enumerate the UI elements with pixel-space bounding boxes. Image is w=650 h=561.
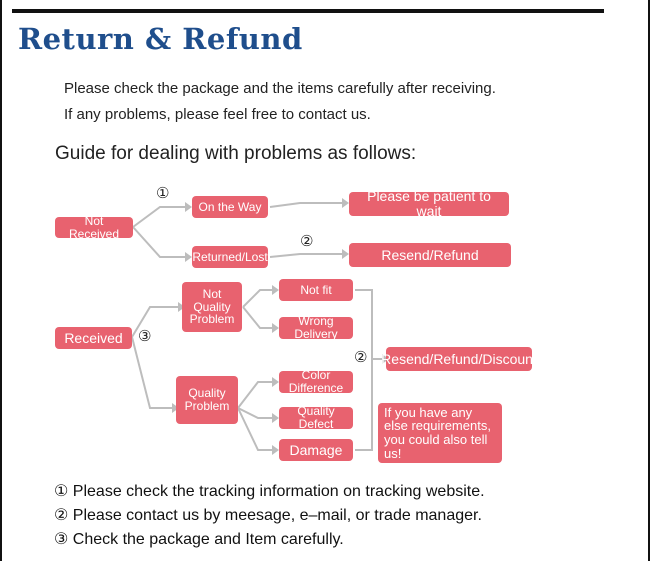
box-not-received: Not Received <box>55 215 133 240</box>
connector-not-received-to-on-the-way <box>132 206 185 228</box>
flow-connectors <box>131 198 389 455</box>
box-damage: Damage <box>279 439 353 461</box>
connector-not-quality-to-wrong <box>242 306 272 329</box>
connector-quality-to-color <box>237 381 272 409</box>
connector-quality-to-defect <box>237 407 272 419</box>
box-patient: Please be patient to wait <box>349 189 509 218</box>
box-resend-refund-discount: Resend/Refund/Discount <box>381 347 537 371</box>
connector-not-received-to-returned <box>132 226 185 258</box>
box-not-fit: Not fit <box>279 279 353 301</box>
footer-note-3: ③ Check the package and Item carefully. <box>54 531 344 548</box>
box-color-difference: Color Difference <box>279 369 353 394</box>
box-returned-lost: Returned/Lost <box>192 246 268 268</box>
box-not-quality-problem: Not Quality Problem <box>182 282 242 332</box>
connector-not-quality-to-not-fit <box>242 289 272 308</box>
box-resend-refund: Resend/Refund <box>349 243 511 267</box>
connector-received-to-not-quality <box>131 306 178 338</box>
box-on-the-way: On the Way <box>192 196 268 218</box>
box-extra-requirements-note: If you have any else requirements, you c… <box>378 403 502 463</box>
box-quality-defect: Quality Defect <box>279 405 353 430</box>
box-quality-problem: Quality Problem <box>176 376 238 424</box>
footer-note-2: ② Please contact us by meesage, e–mail, … <box>54 507 482 524</box>
guide-heading: Guide for dealing with problems as follo… <box>55 143 417 164</box>
top-divider <box>12 9 604 13</box>
marker-2-lower: ② <box>354 348 368 366</box>
box-wrong-delivery: Wrong Delivery <box>279 315 353 340</box>
marker-2-upper: ② <box>300 232 314 250</box>
box-received: Received <box>55 327 132 349</box>
connector-received-to-quality <box>131 336 172 409</box>
marker-1: ① <box>156 184 170 202</box>
intro-line-1: Please check the package and the items c… <box>64 80 496 97</box>
page-title: Return & Refund <box>18 22 303 56</box>
connector-on-the-way-to-patient <box>269 202 342 208</box>
footer-note-1: ① Please check the tracking information … <box>54 483 485 500</box>
connector-collector <box>355 289 373 451</box>
connector-returned-to-resend <box>269 253 342 258</box>
problem-flow-diagram: ① ② ③ ② Not Received On the Way Returned… <box>0 170 650 480</box>
intro-line-2: If any problems, please feel free to con… <box>64 106 371 123</box>
marker-3: ③ <box>138 327 152 345</box>
connector-quality-to-damage <box>237 407 272 451</box>
